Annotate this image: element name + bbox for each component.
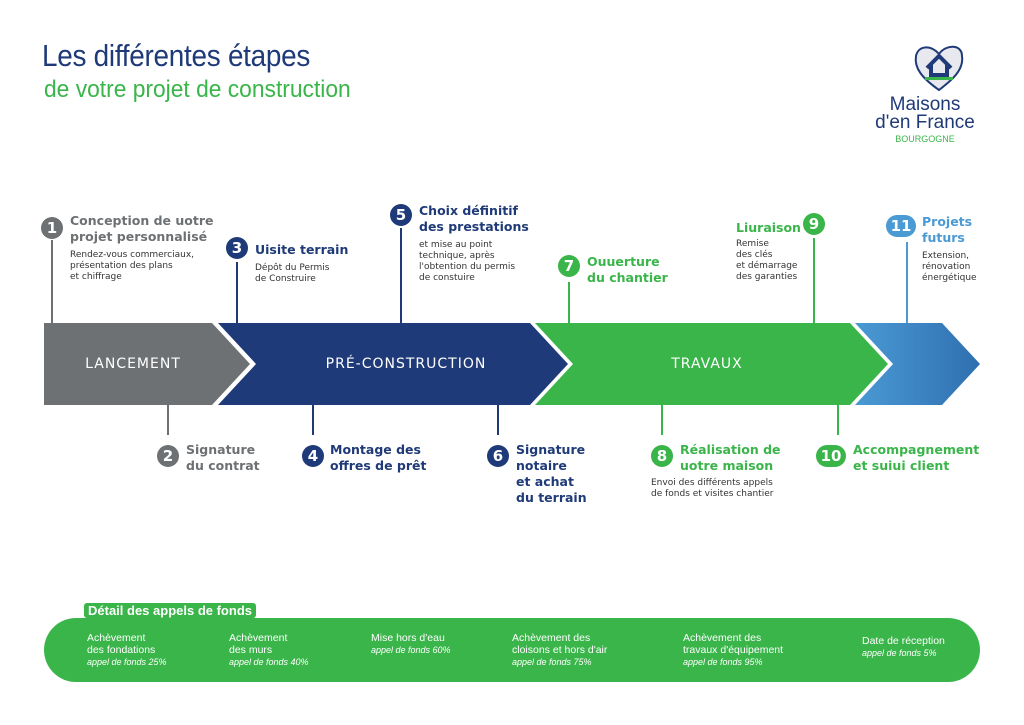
connector-line: [497, 405, 499, 435]
connector-line: [813, 238, 815, 323]
step-title-9: Liuraison: [736, 220, 801, 235]
phase-label-lancement: LANCEMENT: [85, 356, 181, 372]
connector-line: [400, 228, 402, 323]
step-badge-6: 6: [487, 445, 509, 467]
phase-label-preconstruction: PRÉ-CONSTRUCTION: [325, 356, 487, 372]
phase-arrow-preconstruction: [218, 323, 568, 405]
step-badge-2: 2: [157, 445, 179, 467]
connector-line: [51, 240, 53, 323]
connector-line: [837, 405, 839, 435]
step-badge-4: 4: [302, 445, 324, 467]
connector-line: [661, 405, 663, 435]
step-badge-7: 7: [558, 255, 580, 277]
connector-line: [568, 282, 570, 323]
step-badge-1: 1: [41, 217, 63, 239]
connector-line: [236, 262, 238, 323]
step-badge-3: 3: [226, 237, 248, 259]
connector-line: [906, 242, 908, 323]
step-badge-11: 11: [886, 215, 916, 237]
phase-arrow-travaux: [535, 323, 888, 405]
step-badge-10: 10: [816, 445, 846, 467]
phase-arrow-lancement: [44, 323, 250, 405]
step-title-3: Uisite terrain: [255, 242, 349, 257]
heart-house-logo-icon: [914, 45, 964, 92]
step-badge-9: 9: [803, 213, 825, 235]
page-subtitle: de votre projet de construction: [44, 76, 351, 103]
connector-line: [312, 405, 314, 435]
step-desc-1: Rendez-vous commerciaux,présentation des…: [70, 250, 195, 282]
logo-line1: Maisons: [889, 94, 961, 115]
funds-title: Détail des appels de fonds: [84, 603, 256, 618]
page-title: Les différentes étapes: [42, 38, 311, 73]
logo-line2: d'en France: [875, 112, 975, 133]
phase-arrow-futurs: [855, 323, 980, 405]
funds-panel: [44, 618, 980, 682]
step-badge-5: 5: [390, 204, 412, 226]
step-badge-8: 8: [651, 445, 673, 467]
phase-label-travaux: TRAVAUX: [671, 356, 743, 372]
logo-region: BOURGOGNE: [895, 134, 955, 144]
connector-line: [167, 405, 169, 435]
